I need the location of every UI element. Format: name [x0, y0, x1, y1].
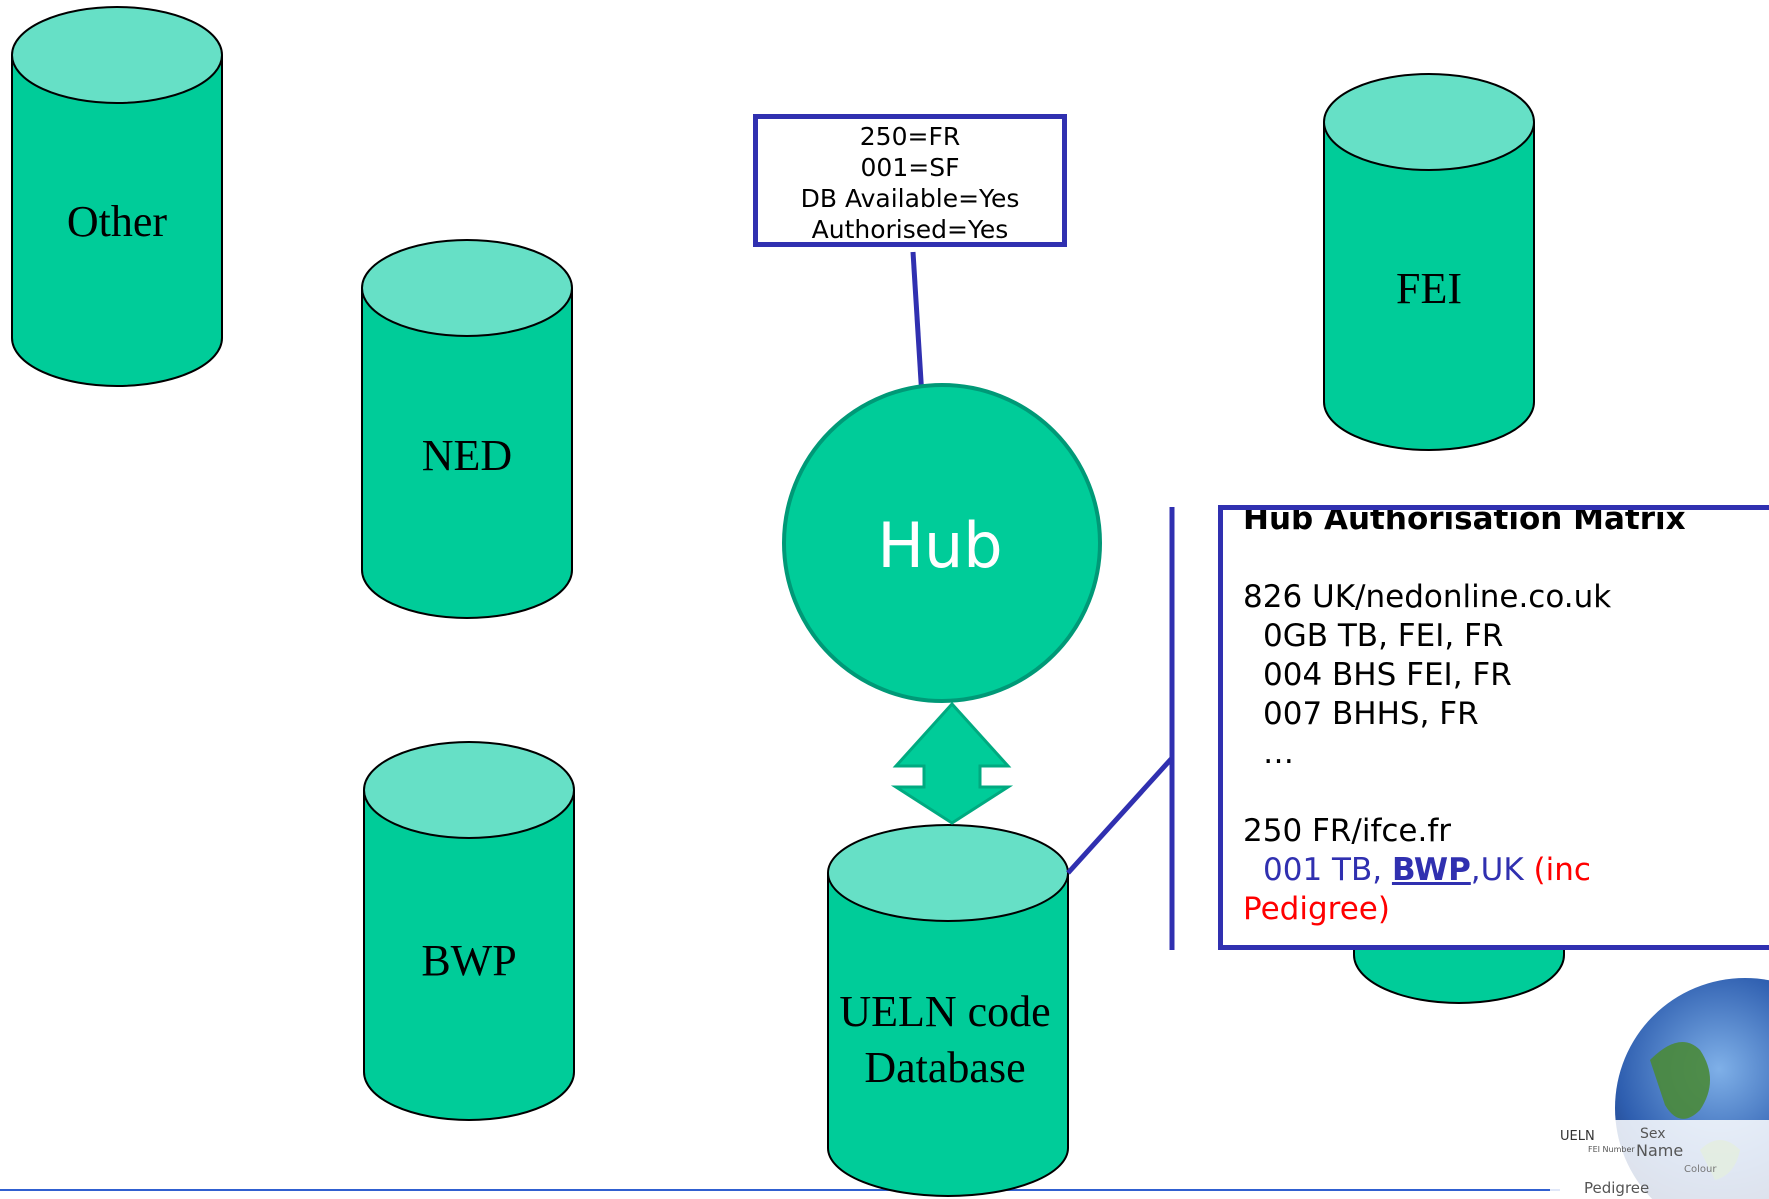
matrix-connector [1066, 756, 1174, 875]
hub-authorisation-matrix: Hub Authorisation Matrix 826 UK/nedonlin… [1218, 505, 1769, 950]
logo-word-name: Name [1636, 1141, 1683, 1160]
matrix-uk-row: 004 BHS FEI, FR [1263, 657, 1512, 693]
matrix-uk-row: 007 BHHS, FR [1263, 696, 1479, 732]
matrix-fr-row: 001 TB, BWP,UK (inc [1243, 851, 1769, 890]
auth-line-db: 001=SF [860, 153, 960, 182]
hub-label: Hub [877, 509, 1002, 582]
matrix-fr-header: 250 FR/ifce.fr [1243, 813, 1451, 849]
matrix-title: Hub Authorisation Matrix [1243, 505, 1686, 537]
matrix-fr-red1: (inc [1533, 852, 1591, 888]
bidirectional-arrow [890, 701, 1014, 825]
matrix-fr-prefix: 001 TB, [1263, 852, 1392, 888]
cylinder-other-label: Other [67, 197, 168, 246]
cylinder-ueln-label-line2: Database [864, 1043, 1025, 1092]
auth-line-available: DB Available=Yes [800, 184, 1020, 213]
cylinder-fei: FEI [1323, 73, 1535, 451]
matrix-fr-bwp-link[interactable]: BWP [1391, 852, 1471, 888]
logo-word-colour: Colour [1684, 1164, 1717, 1175]
cylinder-ueln-label-line1: UELN code [839, 987, 1050, 1036]
cylinder-ned-label: NED [422, 431, 512, 480]
cylinder-ned: NED [361, 239, 573, 619]
matrix-uk-row: 0GB TB, FEI, FR [1263, 618, 1504, 654]
logo-word-pedigree: Pedigree [1584, 1179, 1649, 1197]
auth-line-authorised: Authorised=Yes [811, 215, 1009, 244]
logo-word-sex: Sex [1640, 1126, 1666, 1142]
cylinder-fei-label: FEI [1396, 264, 1462, 313]
cylinder-ueln-database: UELN code Database [827, 824, 1069, 1197]
cylinder-bwp: BWP [363, 741, 575, 1121]
logo-word-fei-number: FEI Number [1588, 1145, 1635, 1154]
ueln-globe-logo: UELN FEI Number Sex Name Pedigree Colour [1550, 978, 1769, 1199]
auth-line-country: 250=FR [859, 122, 961, 151]
matrix-fr-red2: Pedigree) [1243, 891, 1390, 927]
hub-node: Hub [782, 383, 1102, 703]
cylinder-bwp-label: BWP [421, 936, 516, 985]
logo-word-ueln: UELN [1560, 1129, 1595, 1144]
matrix-fr-trailing: … [1263, 930, 1294, 950]
matrix-uk-row: … [1263, 735, 1294, 771]
cylinder-other: Other [11, 6, 223, 387]
matrix-fr-mid: ,UK [1470, 852, 1534, 888]
matrix-uk-header: 826 UK/nedonline.co.uk [1243, 579, 1612, 615]
authorisation-info-box: 250=FR 001=SF DB Available=Yes Authorise… [753, 114, 1067, 247]
